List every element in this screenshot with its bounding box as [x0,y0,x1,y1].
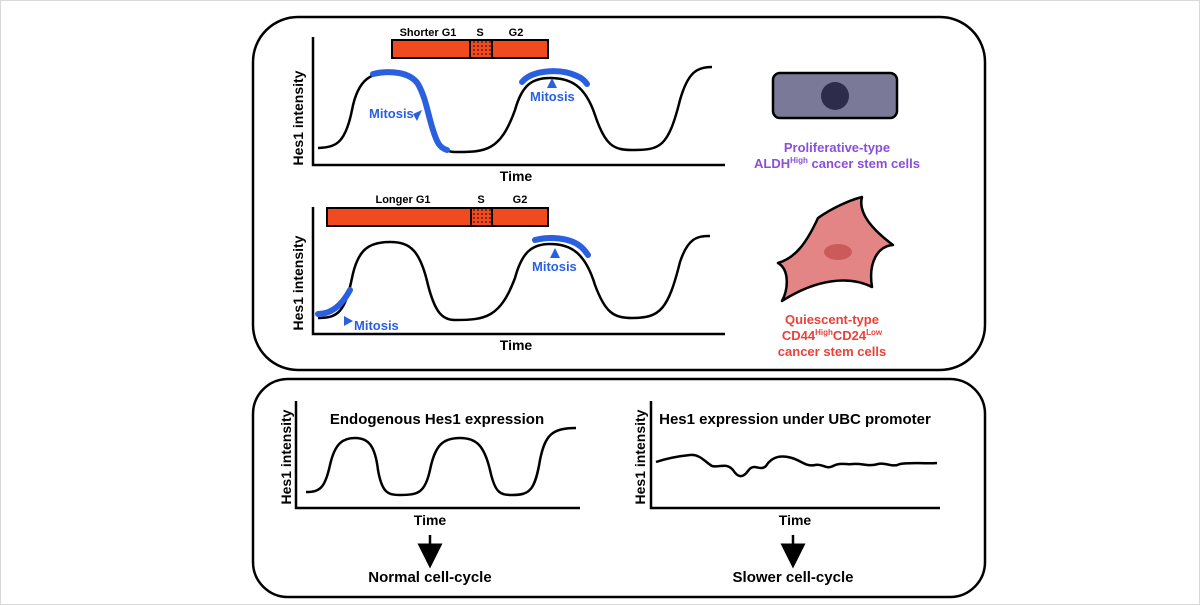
normal-cell-cycle-label: Normal cell-cycle [368,569,491,586]
phase-g2-label: G2 [509,27,524,39]
axes-3 [294,401,580,510]
ubc-promoter-graph: Hes1 expression under UBC promoter Hes1 … [632,401,940,586]
axes-4 [649,401,940,510]
graph-1: Shorter G1 S G2 Hes1 intensity Time Mito… [290,27,725,184]
y-axis-label-3: Hes1 intensity [278,409,294,504]
mitosis-label-1a: Mitosis [369,106,414,121]
phase-g1-label: Longer G1 [375,194,430,206]
y-axis-label-2: Hes1 intensity [290,235,306,330]
top-panel [251,15,987,372]
cell1-caption-line2: ALDHHigh cancer stem cells [754,156,920,171]
hes1-curve-2 [317,234,711,322]
axes-2 [311,207,725,336]
cell2-caption-line1: Quiescent-type [785,312,879,327]
phase-bar-2: Longer G1 S G2 [326,194,549,227]
x-axis-label-4: Time [779,512,812,528]
phase-bar-1: Shorter G1 S G2 [391,27,549,59]
mitosis-highlight-2a [315,287,353,317]
mitosis-marker-1b [547,78,557,88]
mitosis-label-1b: Mitosis [530,89,575,104]
cell-nucleus [824,244,852,260]
quiescent-cell [776,195,895,303]
graph-2: Longer G1 S G2 Hes1 intensity Time Mitos… [290,194,725,353]
cell1-caption-line1: Proliferative-type [784,140,890,155]
phase-g1-label: Shorter G1 [400,27,457,39]
ubc-title: Hes1 expression under UBC promoter [659,411,931,428]
x-axis-label-3: Time [414,512,447,528]
phase-s-label: S [477,194,484,206]
proliferative-cell [771,71,899,120]
bottom-panel [251,377,987,599]
x-axis-label-1: Time [500,168,533,184]
mitosis-highlight-2b [532,235,591,258]
cell2-caption-line2: CD44HighCD24Low [782,328,883,343]
mitosis-highlight-1a [370,69,450,153]
endogenous-title: Endogenous Hes1 expression [330,411,544,428]
endogenous-graph: Endogenous Hes1 expression Hes1 intensit… [278,401,580,586]
hes1-curve-endogenous [305,426,577,497]
mitosis-highlight-1b [519,68,590,87]
y-axis-label-4: Hes1 intensity [632,409,648,504]
mitosis-marker-2b [550,248,560,258]
y-axis-label-1: Hes1 intensity [290,70,306,165]
slower-cell-cycle-label: Slower cell-cycle [733,569,854,586]
cell-nucleus [821,82,849,110]
hes1-curve-ubc [655,453,938,478]
mitosis-label-2b: Mitosis [532,259,577,274]
mitosis-marker-2a [344,316,353,326]
cell2-caption-line3: cancer stem cells [778,344,886,359]
phase-s-label: S [476,27,483,39]
mitosis-label-2a: Mitosis [354,318,399,333]
phase-g2-label: G2 [513,194,528,206]
mitosis-marker-1a [413,110,422,121]
x-axis-label-2: Time [500,337,533,353]
axes-1 [311,37,725,167]
